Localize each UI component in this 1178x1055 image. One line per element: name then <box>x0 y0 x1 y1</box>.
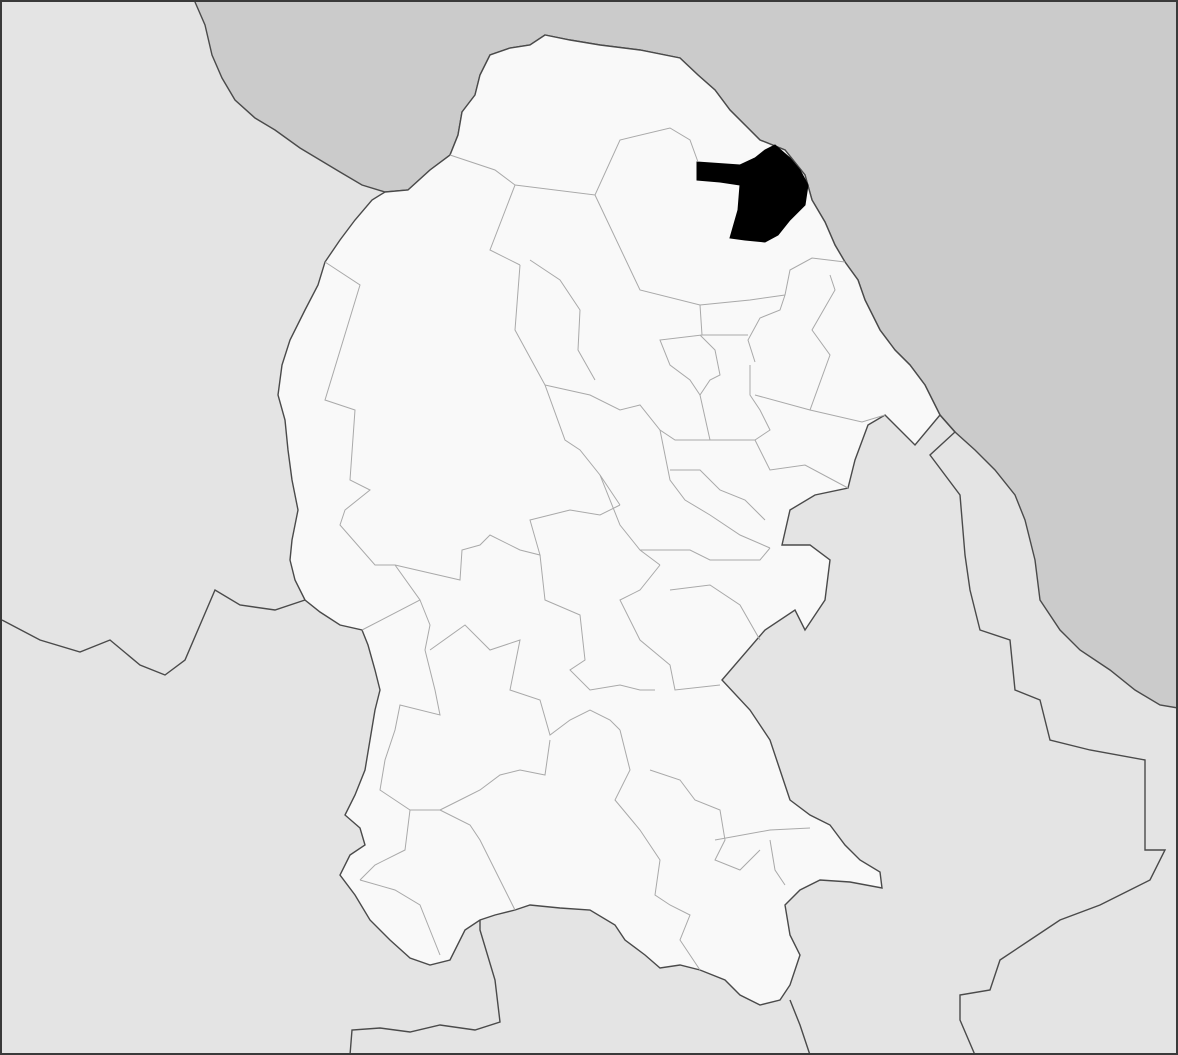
highlighted-municipality <box>696 144 809 243</box>
state-coahuila <box>277 34 941 1006</box>
municipality-boundaries <box>324 127 886 971</box>
neighbor-boundaries <box>1 414 1167 1055</box>
